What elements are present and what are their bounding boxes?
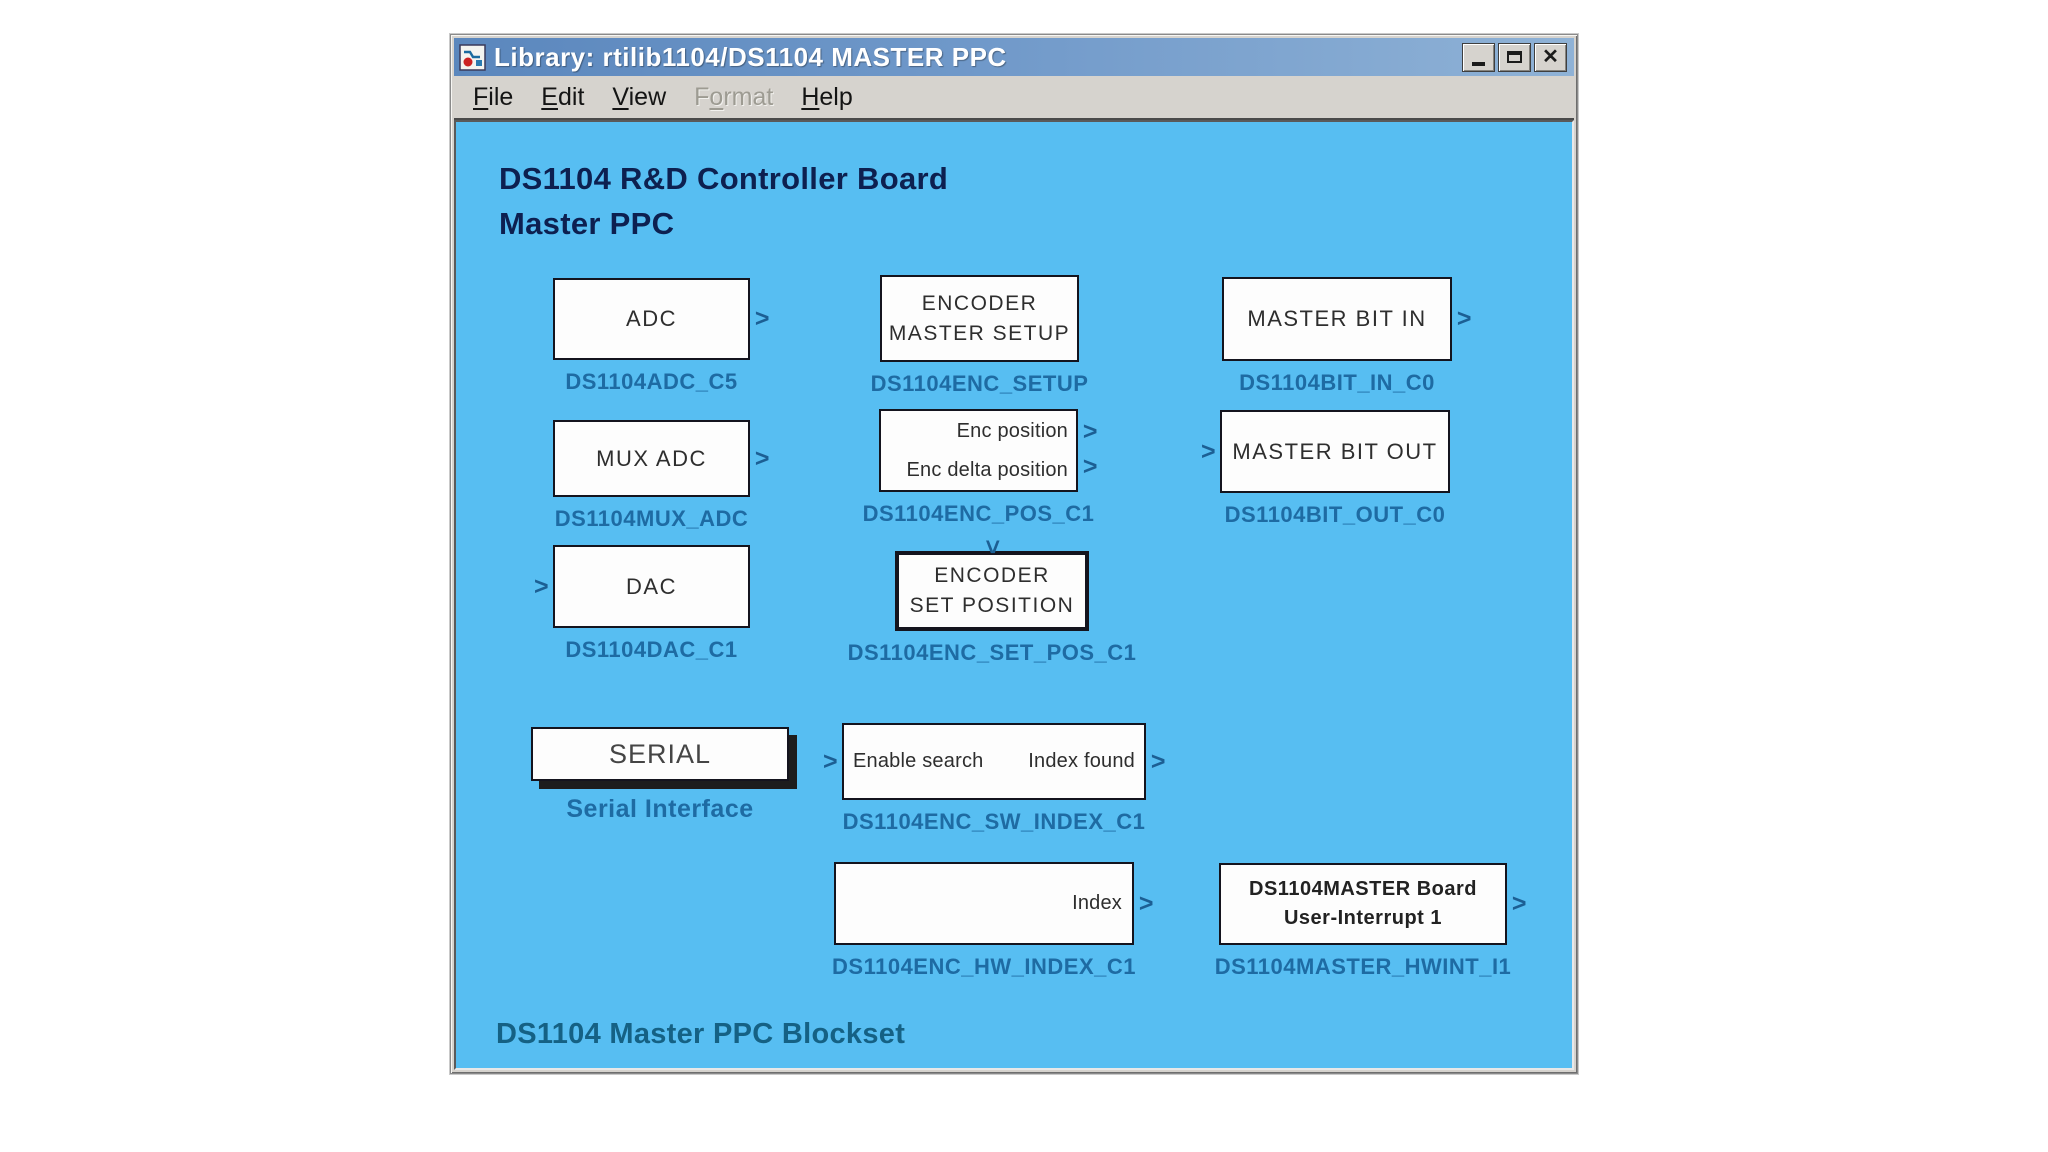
port-label-index-found: Index found [1028,750,1135,772]
block-mux-adc-label: DS1104MUX_ADC [554,506,749,531]
heading-line2: Master PPC [499,206,675,241]
block-dac-label: DS1104DAC_C1 [565,637,738,662]
block-encoder-set-position-label: DS1104ENC_SET_POS_C1 [847,640,1137,665]
heading-line1: DS1104 R&D Controller Board [499,161,949,196]
block-master-hwint: DS1104MASTER Board User-Interrupt 1 > DS… [1215,863,1526,979]
block-dac: DAC > DS1104DAC_C1 [534,545,750,662]
block-encoder-position-label: DS1104ENC_POS_C1 [862,501,1095,526]
block-encoder-master-setup: ENCODER MASTER SETUP DS1104ENC_SETUP [871,275,1088,396]
close-icon: ✕ [1542,46,1559,68]
port-label-enc-position: Enc position [956,419,1068,442]
block-encoder-position: Enc position Enc delta position > > DS11… [863,409,1097,526]
block-master-bit-out-box[interactable]: MASTER BIT OUT > [1201,410,1450,493]
output-port-icon[interactable]: > [1082,452,1099,481]
simulink-library-icon [459,43,486,71]
output-port-icon[interactable]: > [1511,889,1528,918]
menu-help[interactable]: Help [801,82,853,111]
block-master-hwint-box[interactable]: DS1104MASTER Board User-Interrupt 1 > [1219,863,1526,945]
menu-view[interactable]: View [612,82,667,111]
menu-bar: File Edit View Format Help [454,76,1574,120]
block-master-bit-out-label: DS1104BIT_OUT_C0 [1224,502,1446,527]
block-encoder-hw-index: Index > DS1104ENC_HW_INDEX_C1 [832,862,1153,979]
block-serial-label: Serial Interface [566,795,754,823]
block-adc-label: DS1104ADC_C5 [565,369,738,394]
output-port-icon[interactable]: > [754,444,771,472]
block-master-bit-in-box[interactable]: MASTER BIT IN > [1222,277,1471,361]
minimize-icon [1472,61,1485,66]
block-encoder-sw-index-box[interactable]: Enable search Index found > > [823,723,1165,800]
block-encoder-master-setup-box[interactable]: ENCODER MASTER SETUP [880,275,1079,362]
block-mux-adc-box[interactable]: MUX ADC > [553,420,769,497]
block-serial-box[interactable]: SERIAL [531,727,789,781]
window-controls: ✕ [1462,42,1569,72]
block-adc-box[interactable]: ADC > [553,278,769,360]
menu-format: Format [694,82,774,111]
port-label-enable-search: Enable search [853,750,984,772]
output-port-icon[interactable]: > [1150,747,1167,775]
block-encoder-position-box[interactable]: Enc position Enc delta position > > [879,409,1097,492]
close-button[interactable]: ✕ [1534,42,1567,72]
blockset-footer: DS1104 Master PPC Blockset [496,1018,906,1050]
maximize-icon [1507,51,1522,63]
block-master-bit-in: MASTER BIT IN > DS1104BIT_IN_C0 [1222,277,1471,395]
block-encoder-master-setup-label: DS1104ENC_SETUP [870,371,1089,396]
block-serial: SERIAL Serial Interface [531,727,789,823]
input-port-icon[interactable]: > [823,747,840,775]
output-port-icon[interactable]: > [754,304,771,333]
menu-file[interactable]: File [473,82,514,111]
block-adc: ADC > DS1104ADC_C5 [553,278,769,394]
block-encoder-sw-index: Enable search Index found > > DS1104ENC_… [823,723,1165,834]
library-canvas: DS1104 R&D Controller Board Master PPC A… [454,120,1574,1070]
block-dac-box[interactable]: DAC > [534,545,750,628]
output-port-icon[interactable]: > [1456,304,1473,333]
block-encoder-set-position: ENCODER SET POSITION > DS1104ENC_SET_POS… [848,539,1136,665]
block-encoder-hw-index-label: DS1104ENC_HW_INDEX_C1 [832,954,1136,979]
title-bar[interactable]: Library: rtilib1104/DS1104 MASTER PPC ✕ [454,38,1574,76]
block-encoder-sw-index-label: DS1104ENC_SW_INDEX_C1 [842,809,1146,834]
input-port-top-icon[interactable]: > [978,539,1007,556]
library-window: Library: rtilib1104/DS1104 MASTER PPC ✕ … [450,34,1578,1074]
input-port-icon[interactable]: > [534,572,551,600]
block-master-bit-out: MASTER BIT OUT > DS1104BIT_OUT_C0 [1201,410,1450,527]
input-port-icon[interactable]: > [1201,437,1218,465]
output-port-icon[interactable]: > [1138,889,1155,917]
maximize-button[interactable] [1498,42,1531,72]
minimize-button[interactable] [1462,42,1495,72]
window-title: Library: rtilib1104/DS1104 MASTER PPC [494,41,1007,72]
block-encoder-hw-index-box[interactable]: Index > [834,862,1153,945]
block-mux-adc: MUX ADC > DS1104MUX_ADC [553,420,769,531]
block-master-bit-in-label: DS1104BIT_IN_C0 [1239,370,1435,395]
block-master-hwint-label: DS1104MASTER_HWINT_I1 [1214,954,1512,979]
port-label-enc-delta-position: Enc delta position [906,459,1068,482]
output-port-icon[interactable]: > [1082,417,1099,446]
port-label-index: Index [1072,892,1122,914]
block-encoder-set-position-box[interactable]: ENCODER SET POSITION > [895,539,1089,631]
menu-edit[interactable]: Edit [541,82,585,111]
canvas-heading: DS1104 R&D Controller Board Master PPC [499,156,948,246]
